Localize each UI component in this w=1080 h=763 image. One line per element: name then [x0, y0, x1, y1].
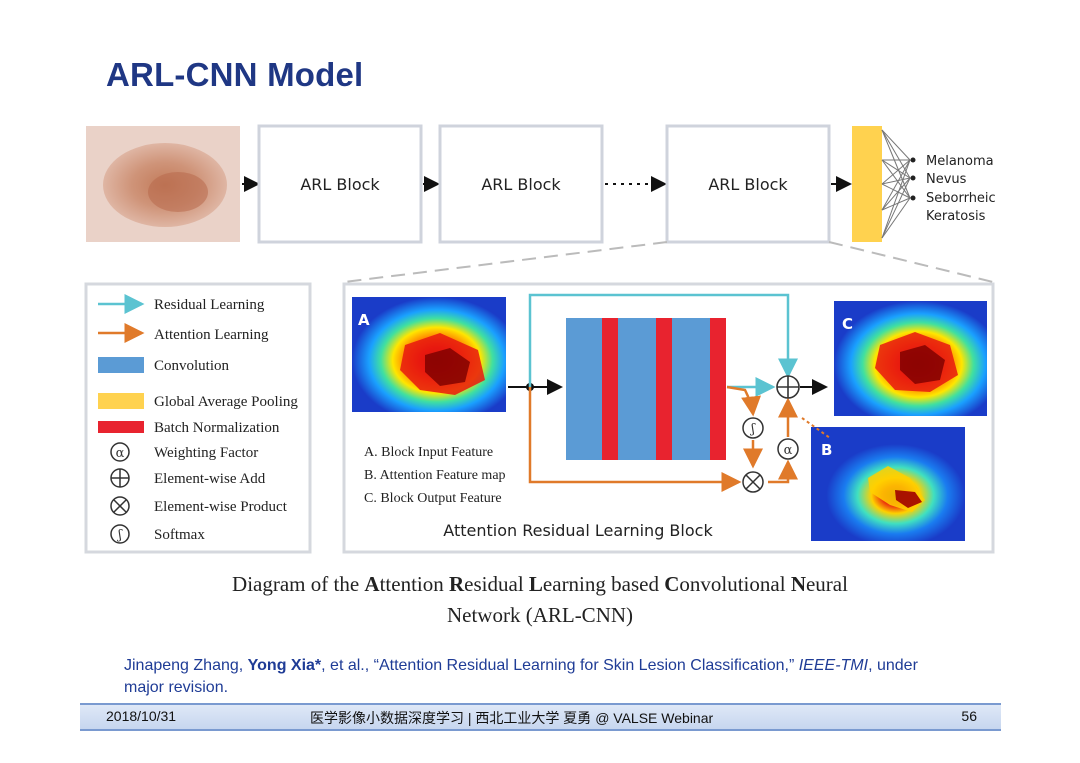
- svg-text:ʃ: ʃ: [749, 422, 756, 437]
- panel-a-label: A: [358, 311, 370, 329]
- class-label-seborrheic: Seborrheic: [926, 191, 996, 206]
- footer-bar: 2018/10/31 医学影像小数据深度学习 | 西北工业大学 夏勇 @ VAL…: [80, 703, 1001, 731]
- input-to-product-arrow: [528, 387, 742, 492]
- class-label-keratosis: Keratosis: [926, 209, 986, 224]
- fc-connections: [881, 129, 911, 239]
- element-wise-add-icon: [110, 468, 130, 488]
- bn-layer-2: [656, 318, 672, 460]
- figure-caption-line1: Diagram of the Attention Residual Learni…: [232, 572, 848, 596]
- conv-layer-3: [672, 318, 710, 460]
- class-label-nevus: Nevus: [926, 172, 967, 187]
- svg-text:α: α: [116, 446, 125, 461]
- residual-skip-connection: [528, 293, 798, 387]
- svg-text:ʃ: ʃ: [116, 528, 123, 543]
- legend-label-product: Element-wise Product: [154, 499, 288, 515]
- weighting-factor-icon: α: [110, 442, 130, 462]
- footer-center-text: 医学影像小数据深度学习 | 西北工业大学 夏勇 @ VALSE Webinar: [310, 710, 714, 726]
- panel-c-label: C: [842, 315, 853, 333]
- arl-block-n: [665, 124, 831, 244]
- alpha-node-icon: α: [777, 438, 799, 460]
- class-label-melanoma: Melanoma: [926, 154, 994, 169]
- citation: Jinapeng Zhang, Yong Xia*, et al., “Atte…: [124, 657, 918, 696]
- footer-page-number: 56: [961, 708, 977, 724]
- zoom-line-right: [828, 241, 994, 283]
- note-a: A. Block Input Feature: [364, 445, 493, 460]
- legend-label-convolution: Convolution: [154, 358, 230, 374]
- arl-block-n-label: ARL Block: [708, 175, 788, 194]
- panel-b-label: B: [821, 441, 832, 459]
- softmax-icon: ʃ: [110, 524, 130, 544]
- skin-lesion-image: [86, 126, 240, 242]
- conv-bn-stack: [566, 318, 726, 460]
- convolution-swatch: [98, 357, 144, 373]
- legend-label-weighting: Weighting Factor: [154, 445, 258, 461]
- add-node-icon: [776, 375, 800, 399]
- figure-caption-line2: Network (ARL-CNN): [446, 603, 634, 627]
- product-node-icon: [742, 471, 764, 493]
- bn-layer-1: [602, 318, 618, 460]
- output-node-1: [910, 157, 916, 163]
- product-to-alpha-arrow: [768, 459, 798, 484]
- softmax-node-icon: ʃ: [742, 417, 764, 439]
- heatmap-a: [352, 297, 506, 412]
- slide-title: ARL-CNN Model: [106, 56, 364, 93]
- legend-label-residual: Residual Learning: [154, 297, 265, 313]
- element-wise-product-icon: [110, 496, 130, 516]
- arl-block-1: [257, 124, 423, 244]
- zoom-line-left: [343, 241, 668, 283]
- output-node-3: [910, 195, 916, 201]
- heatmap-c: [834, 301, 987, 416]
- note-b: B. Attention Feature map: [364, 468, 506, 483]
- arl-block-title: Attention Residual Learning Block: [443, 521, 713, 540]
- arl-block-2: [438, 124, 604, 244]
- arl-block-2-label: ARL Block: [481, 175, 561, 194]
- legend-label-batch-norm: Batch Normalization: [154, 420, 280, 436]
- svg-text:α: α: [784, 443, 793, 458]
- attention-to-softmax-arrow: [726, 385, 762, 417]
- legend-symbols: α ʃ: [98, 294, 145, 544]
- heatmap-b: [811, 427, 965, 541]
- output-node-2: [910, 175, 916, 181]
- legend-label-attention: Attention Learning: [154, 327, 269, 343]
- global-average-pooling-bar: [852, 126, 882, 242]
- batch-norm-swatch: [98, 421, 144, 433]
- conv-layer-1: [566, 318, 602, 460]
- legend-label-add: Element-wise Add: [154, 471, 266, 487]
- gap-swatch: [98, 393, 144, 409]
- legend-label-softmax: Softmax: [154, 527, 205, 543]
- bn-layer-3: [710, 318, 726, 460]
- conv-layer-2: [618, 318, 656, 460]
- arl-block-1-label: ARL Block: [300, 175, 380, 194]
- note-c: C. Block Output Feature: [364, 491, 502, 506]
- footer-date: 2018/10/31: [106, 708, 177, 724]
- legend-label-gap: Global Average Pooling: [154, 394, 298, 410]
